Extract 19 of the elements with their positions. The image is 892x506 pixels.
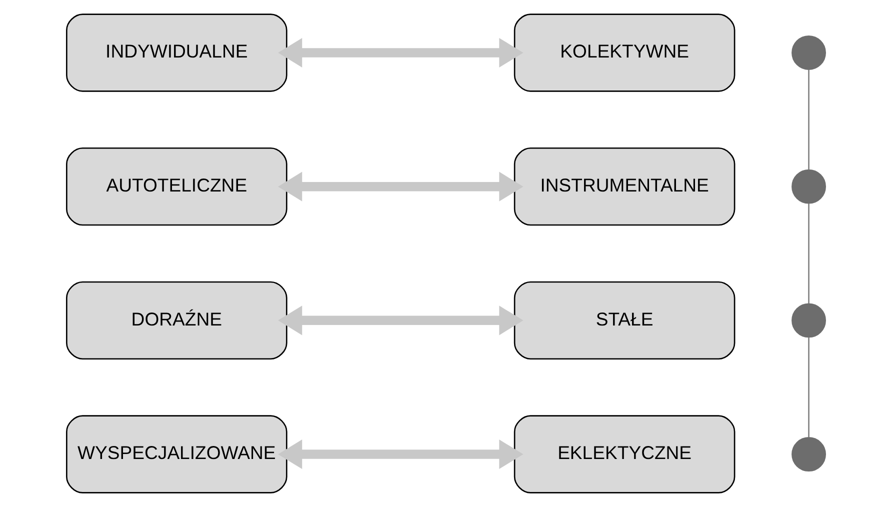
node-box: WYSPECJALIZOWANE bbox=[66, 414, 288, 493]
node-box: INSTRUMENTALNE bbox=[514, 146, 736, 226]
node-circle bbox=[792, 168, 826, 204]
node-box: DORAŹNE bbox=[66, 280, 288, 360]
connector bbox=[808, 69, 810, 170]
arrow bbox=[278, 37, 524, 67]
arrow bbox=[278, 171, 524, 201]
arrow bbox=[278, 439, 524, 469]
arrow bbox=[278, 305, 524, 335]
node-box: INDYWIDUALNE bbox=[66, 13, 288, 92]
node-circle bbox=[792, 436, 826, 471]
connector bbox=[808, 202, 810, 304]
connector bbox=[808, 336, 810, 437]
node-box: EKLEKTYCZNE bbox=[514, 414, 736, 493]
node-circle bbox=[792, 35, 826, 70]
node-box: AUTOTELICZNE bbox=[66, 146, 288, 226]
node-box: STAŁE bbox=[514, 280, 736, 360]
node-box: KOLEKTYWNE bbox=[514, 13, 736, 92]
node-circle bbox=[792, 302, 826, 338]
